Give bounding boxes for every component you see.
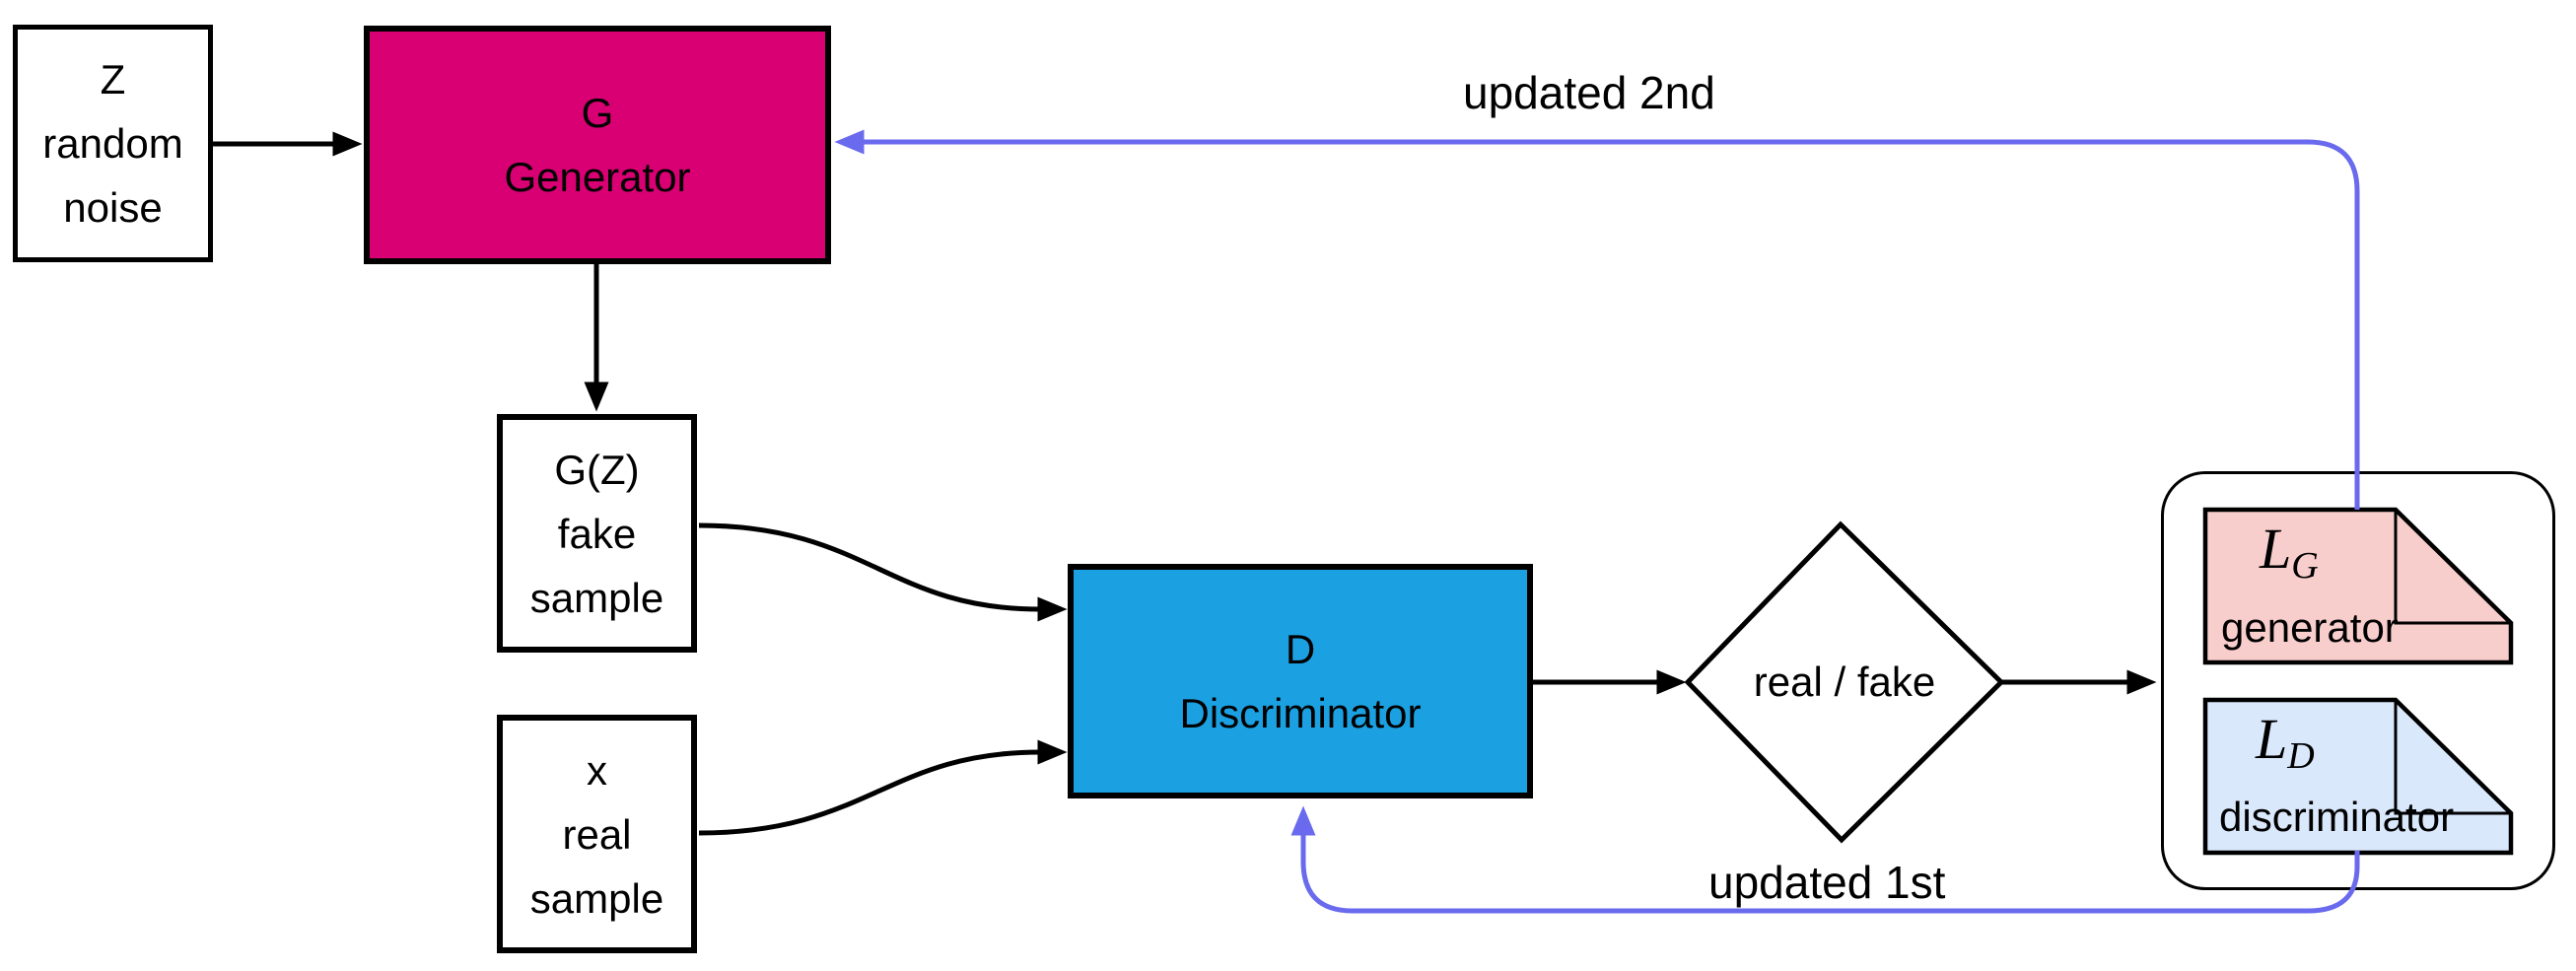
fake-sample-node: G(Z) fake sample [497, 414, 697, 653]
random-noise-node: Z random noise [13, 25, 213, 262]
real-line-1: real [562, 810, 632, 858]
updated-1st-label: updated 1st [1708, 857, 1946, 908]
loss-generator-symbol-main: L [2260, 517, 2292, 581]
noise-line-symbol: Z [100, 56, 126, 103]
fake-line-symbol: G(Z) [554, 446, 640, 493]
decision-label: real / fake [1753, 659, 1936, 705]
noise-line-2: noise [63, 184, 163, 231]
loss-discriminator-symbol: LD [2256, 711, 2315, 785]
real-line-2: sample [529, 874, 664, 922]
real-sample-node: x real sample [497, 715, 697, 953]
real-line-symbol: x [587, 746, 607, 794]
noise-line-1: random [42, 120, 183, 167]
loss-generator-symbol: LG [2260, 520, 2319, 594]
edge-fake-sample-to-discriminator [698, 522, 1068, 622]
loss-discriminator-symbol-sub: D [2287, 735, 2315, 777]
discriminator-line-name: Discriminator [1179, 690, 1422, 736]
generator-node: G Generator [364, 26, 831, 264]
generator-line-symbol: G [581, 90, 614, 136]
edge-real-sample-to-discriminator [698, 739, 1068, 836]
loss-generator-symbol-sub: G [2291, 545, 2319, 587]
loss-discriminator-caption: discriminator [2219, 794, 2455, 840]
updated-2nd-label: updated 2nd [1463, 67, 1715, 118]
fake-line-2: sample [529, 574, 664, 621]
loss-discriminator-symbol-main: L [2256, 707, 2288, 771]
discriminator-node: D Discriminator [1068, 564, 1533, 798]
discriminator-line-symbol: D [1285, 626, 1316, 672]
fake-line-1: fake [557, 510, 637, 557]
edge-loss-to-generator-updated-2nd [834, 129, 2360, 510]
loss-generator-caption: generator [2221, 604, 2399, 651]
generator-line-name: Generator [504, 154, 691, 200]
